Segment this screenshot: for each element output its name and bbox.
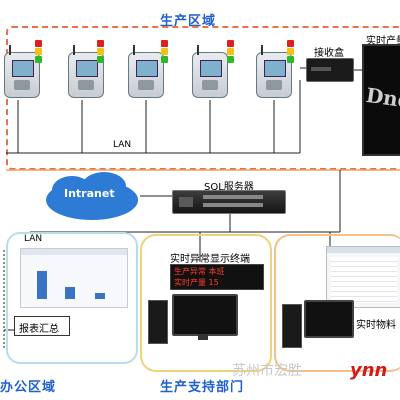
- led-line-2: 实时产量 15: [174, 278, 219, 287]
- pc-monitor: [172, 294, 238, 336]
- material-zone-frame: [274, 234, 400, 372]
- pc-tower: [282, 304, 302, 348]
- production-zone-title: 生产区域: [160, 14, 217, 29]
- realtime-output-label: 实时产量: [366, 36, 400, 47]
- andon-light: [35, 40, 42, 70]
- pc-tower: [148, 300, 168, 344]
- report-summary-label: 报表汇总: [19, 324, 59, 335]
- support-zone-frame: [140, 234, 272, 372]
- led-line-1: 生产异常 本班: [174, 267, 225, 276]
- receiver-label: 接收盒: [314, 48, 344, 59]
- watermark: 苏州市宏胜: [232, 363, 302, 379]
- andon-terminal-label: 实时异常显示终端: [170, 254, 250, 265]
- report-screen: [20, 248, 128, 308]
- handheld-terminal: [256, 45, 292, 98]
- lan-bottom-label: LAN: [24, 234, 43, 244]
- realtime-output-panel: Dnd: [362, 44, 400, 156]
- intranet-label: Intranet: [64, 187, 115, 200]
- production-zone-frame: [6, 26, 400, 170]
- handheld-row: [0, 40, 300, 100]
- handheld-terminal: [192, 45, 228, 98]
- handheld-terminal: [4, 45, 40, 98]
- receiver-box: [306, 58, 354, 82]
- handheld-terminal: [128, 45, 164, 98]
- andon-light: [161, 40, 168, 70]
- andon-light: [287, 40, 294, 70]
- logo: ynn: [350, 360, 388, 381]
- andon-light: [227, 40, 234, 70]
- report-summary-box: 报表汇总: [14, 316, 70, 336]
- report-bar: [95, 293, 105, 299]
- panel-text: Dnd: [364, 82, 400, 114]
- andon-light: [97, 40, 104, 70]
- office-zone-frame: [6, 232, 138, 364]
- led-display: 生产异常 本班 实时产量 15: [170, 264, 264, 290]
- report-bar: [37, 271, 47, 299]
- report-bar: [65, 287, 75, 299]
- realtime-material-label: 实时物料: [356, 320, 396, 331]
- pc-monitor: [304, 300, 354, 338]
- material-table-screen: [326, 246, 400, 308]
- intranet-cloud: [46, 172, 138, 220]
- office-zone-title: 办公区域: [0, 380, 57, 395]
- support-zone-title: 生产支持部门: [160, 380, 245, 395]
- sql-server: [172, 190, 286, 214]
- monitor-stand: [198, 334, 208, 340]
- lan-top-label: LAN: [113, 140, 132, 150]
- sql-server-label: SQL服务器: [204, 182, 254, 193]
